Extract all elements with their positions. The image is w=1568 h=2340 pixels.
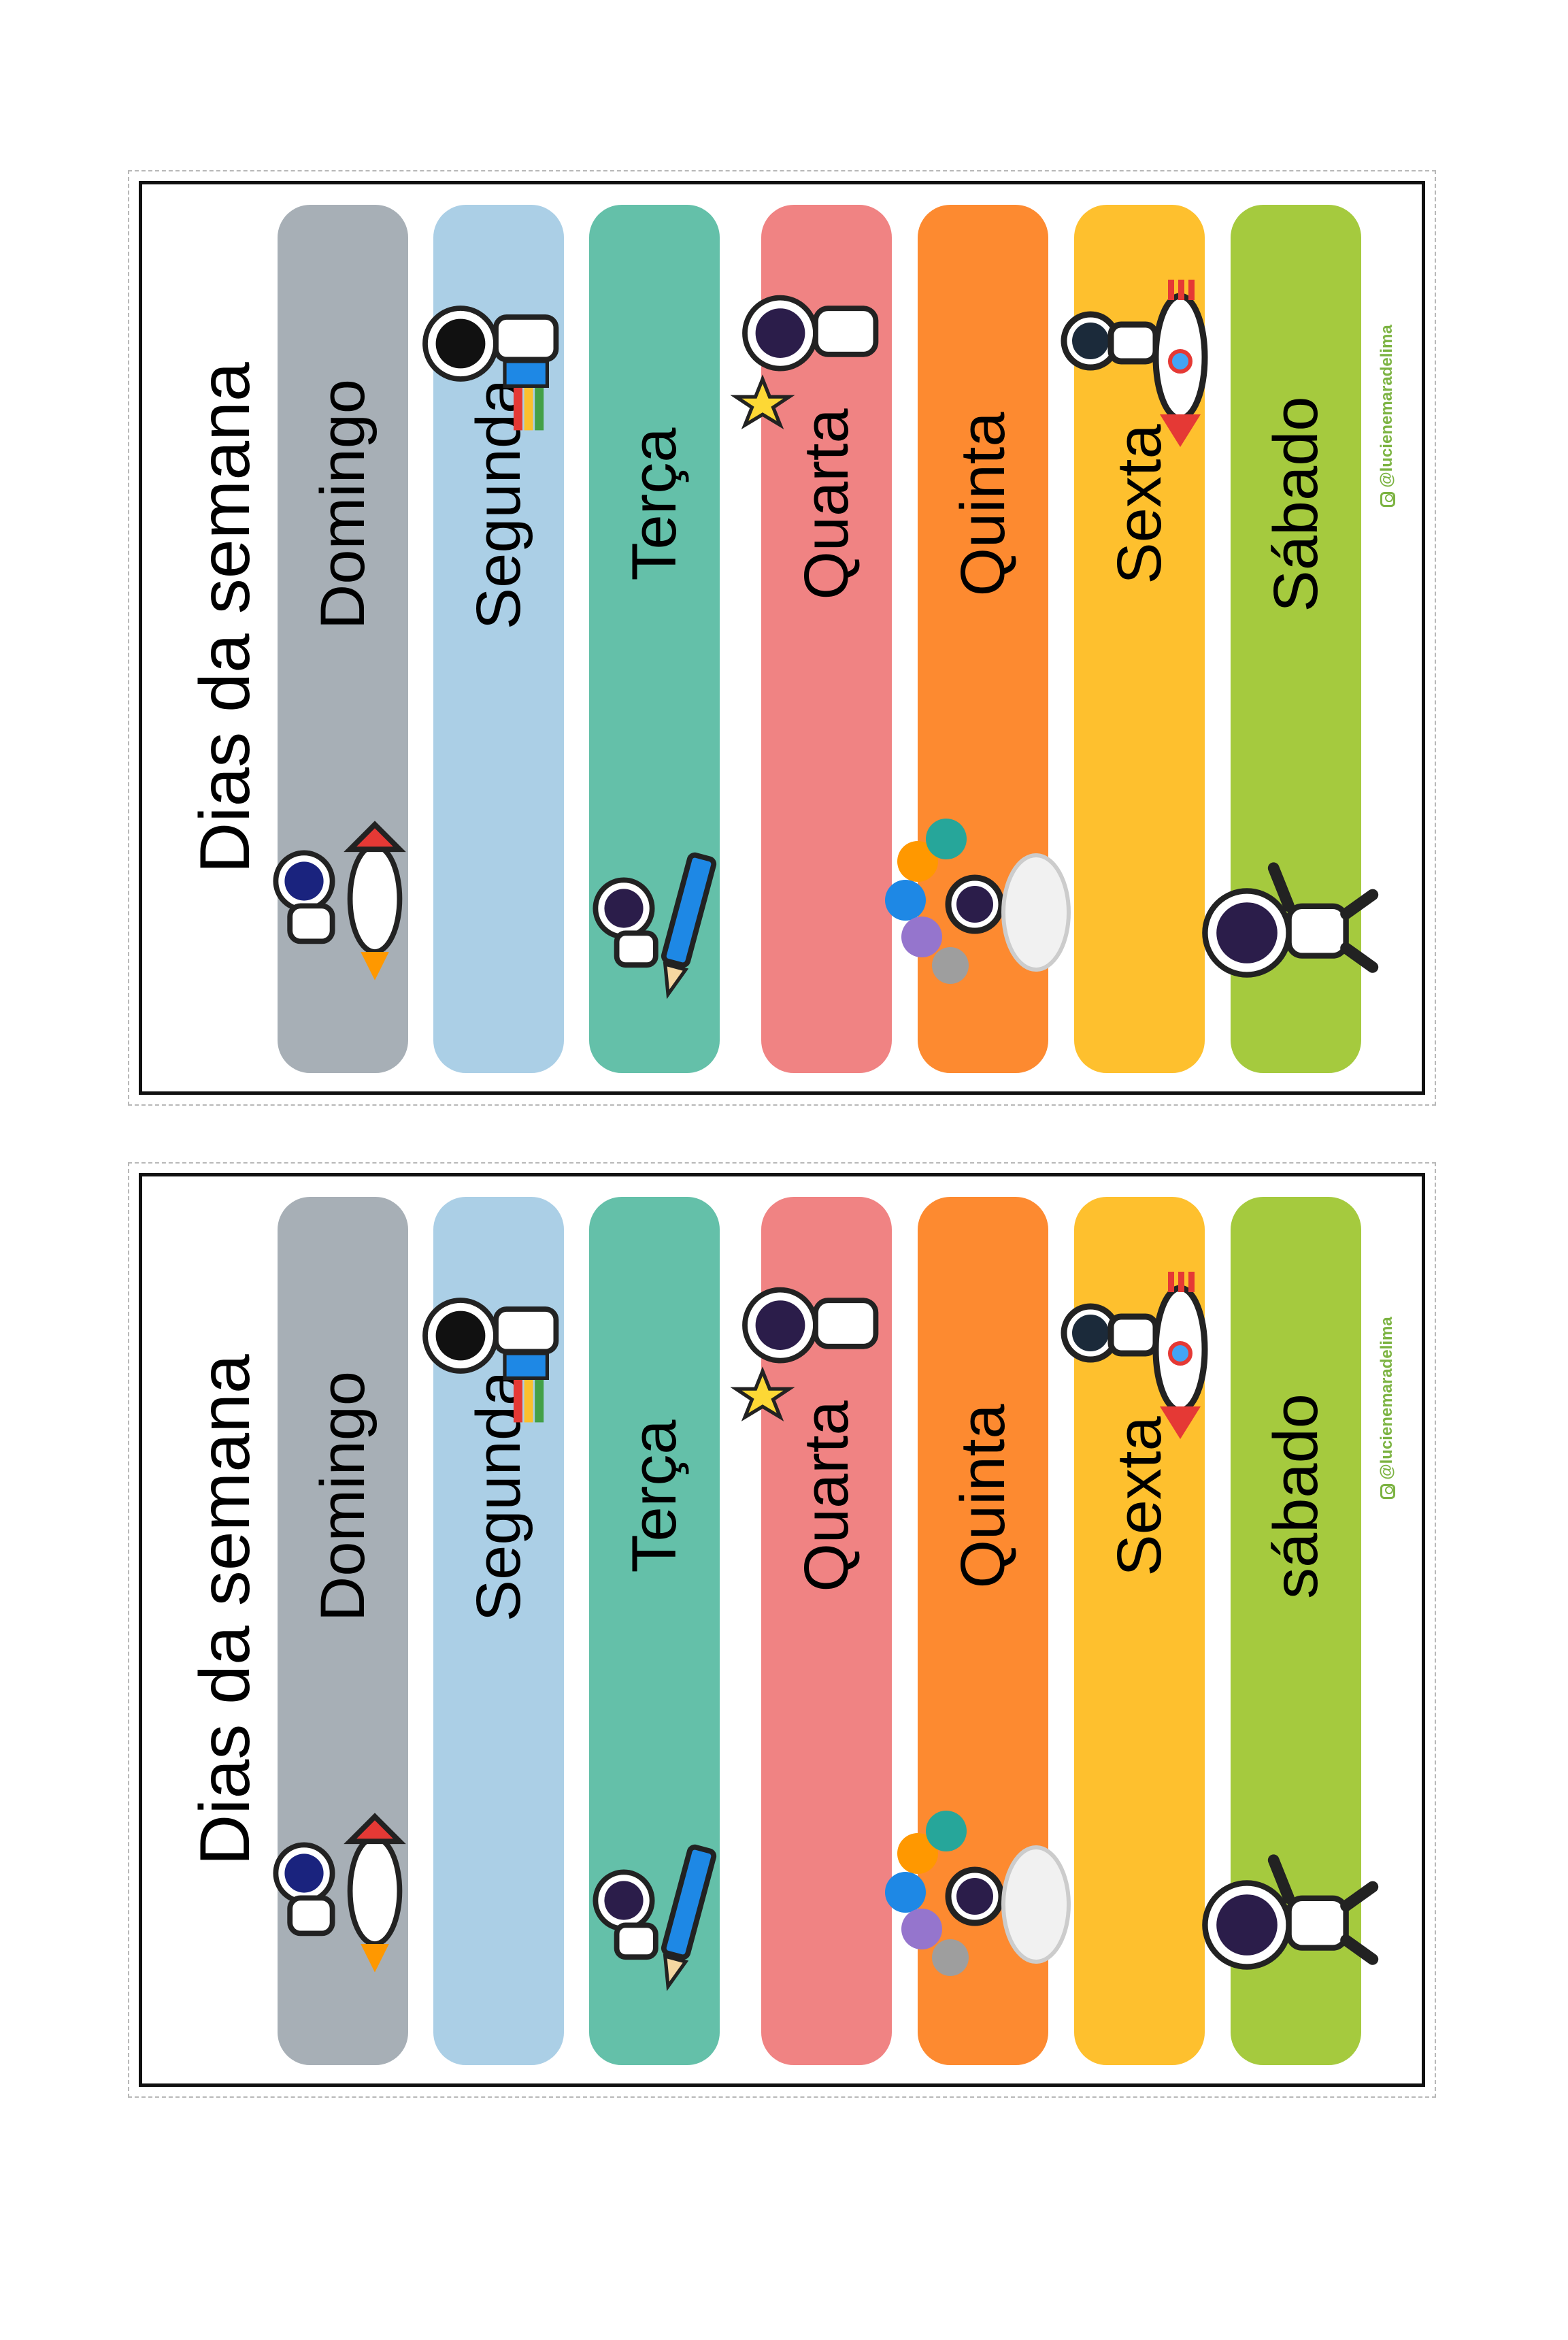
astronaut-balloons-icon [877, 810, 1081, 1015]
astronaut-waving-icon [1190, 1830, 1380, 2020]
day-label: sábado [1261, 1394, 1331, 1599]
astronaut-books-icon [407, 1265, 584, 1442]
calendar-card-bottom: Dias da semana Domingo Segunda Terça Qua… [128, 1162, 1436, 2098]
day-label: Terça [620, 427, 689, 581]
day-label: Quinta [948, 412, 1018, 597]
astronaut-books-icon [407, 273, 584, 450]
instagram-icon [1380, 491, 1395, 507]
astronaut-rocket-ride-icon [1033, 259, 1237, 463]
day-label: Domingo [308, 378, 378, 630]
astronaut-pencil-icon [571, 838, 748, 1015]
astronaut-balloons-icon [877, 1802, 1081, 2007]
day-label: Domingo [308, 1370, 378, 1622]
day-label: Quinta [948, 1404, 1018, 1589]
credit-handle: @lucienemaradelima [1378, 1317, 1396, 1480]
calendar-card-top: Dias da semana Domingo Segunda Terça Qua… [128, 170, 1436, 1106]
credit-handle: @lucienemaradelima [1378, 325, 1396, 488]
instagram-credit: @lucienemaradelima [1373, 1292, 1401, 1523]
astronaut-pencil-icon [571, 1830, 748, 2007]
astronaut-rocket-icon [251, 810, 428, 987]
astronaut-rocket-icon [251, 1802, 428, 1979]
instagram-icon [1380, 1483, 1395, 1499]
astronaut-waving-icon [1190, 838, 1380, 1028]
day-label: Terça [620, 1419, 689, 1573]
card-frame: Dias da semana Domingo Segunda Terça Qua… [139, 181, 1425, 1095]
astronaut-star-icon [727, 1262, 904, 1438]
astronaut-rocket-ride-icon [1033, 1251, 1237, 1455]
day-label: Sábado [1261, 396, 1331, 612]
instagram-credit: @lucienemaradelima [1373, 300, 1401, 531]
card-frame: Dias da semana Domingo Segunda Terça Qua… [139, 1173, 1425, 2087]
astronaut-star-icon [727, 269, 904, 446]
